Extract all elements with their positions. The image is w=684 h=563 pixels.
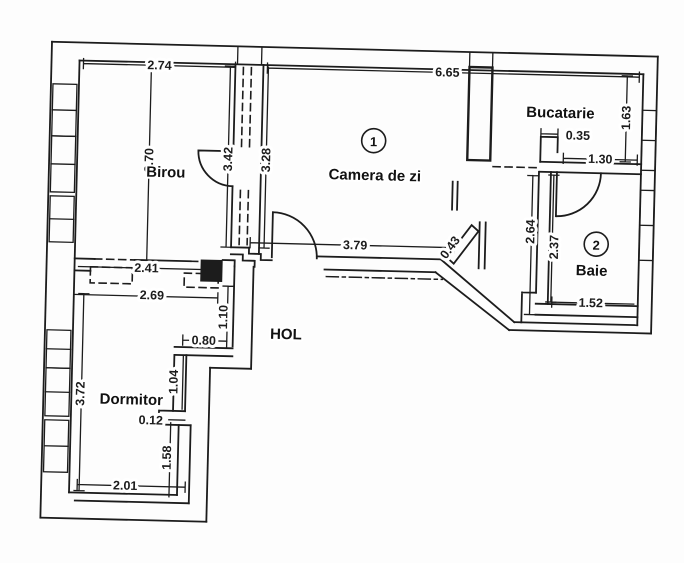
camera-wall-lower	[323, 268, 437, 274]
top-wall-outer	[51, 40, 659, 58]
camera-bucatarie-wall-stub	[466, 65, 494, 162]
baie-west-wall-outer	[535, 170, 540, 294]
dim-bucatarie-step: 0.35	[566, 128, 591, 143]
dim-camera-left: 3.28	[259, 148, 274, 173]
wall-pillar	[200, 259, 223, 283]
bucatarie-baie-wall-upper	[539, 160, 643, 166]
dimension-labels: 2.74 6.65 3.70 3.42 3.28 1.63 0.35 1.30 …	[70, 55, 636, 496]
bottom-wall-outer	[39, 516, 208, 523]
room-label-dormitor: Dormitor	[99, 391, 163, 410]
door-stub-upper	[451, 180, 459, 211]
dim-birou-bottom: 2.41	[134, 261, 159, 276]
dim-camera-top: 6.65	[435, 65, 460, 80]
baie-bottom-wall-upper	[534, 302, 639, 308]
baie-west-jog	[520, 291, 537, 324]
dim-dormitor-right-upper: 1.04	[166, 370, 181, 395]
baie-west-wall-inner	[546, 171, 552, 305]
birou-door-arc	[197, 149, 235, 188]
baie-door-arc	[554, 172, 602, 218]
dim-dormitor-right-lower: 1.58	[160, 445, 175, 470]
bottom-right-wall-outer	[508, 329, 652, 335]
dormitor-step	[157, 409, 192, 427]
strip-step	[221, 259, 236, 268]
hol-left-wall-b	[250, 265, 255, 370]
dim-dormitor-left: 3.72	[73, 381, 88, 406]
birou-dormitor-strip	[73, 257, 236, 289]
partition-left-line	[230, 63, 237, 249]
partition-birou-camera	[197, 63, 265, 255]
dim-camera-bottom: 3.79	[343, 238, 368, 253]
diagonal-wall-inner	[439, 258, 516, 324]
hol-door-leaf	[270, 211, 274, 259]
closet-dashed-box	[89, 265, 134, 285]
room-label-bucatarie: Bucatarie	[526, 104, 595, 123]
wall-junction-marks	[236, 46, 494, 71]
door-jamb-step-1	[230, 246, 273, 262]
hol-door-arc	[271, 211, 318, 260]
door-jamb-step-2	[229, 253, 256, 268]
baie-door-leaf	[554, 171, 558, 218]
room-number-1: 1	[370, 134, 378, 149]
dormitor-right-wall-lower	[176, 424, 192, 505]
baie-walls	[520, 170, 639, 324]
room-label-camera-de-zi: Camera de zi	[328, 166, 421, 185]
dim-bucatarie-right: 1.63	[619, 105, 634, 130]
hol-outer-wall-bottom	[209, 366, 252, 370]
dim-birou-partition: 3.42	[221, 147, 236, 172]
dim-passage: 2.64	[523, 219, 538, 244]
camera-wall-upper	[315, 255, 442, 261]
room-number-1-circle	[360, 127, 387, 154]
dim-dormitor-step: 0.12	[138, 413, 163, 428]
dimension-lines	[73, 57, 641, 498]
door-stub-lower	[477, 221, 487, 270]
room-label-birou: Birou	[146, 164, 186, 182]
camera-bottom-wall	[229, 211, 444, 281]
dormitor-right-wall-upper	[172, 353, 188, 413]
bucatarie-walls	[466, 65, 643, 176]
room-number-2: 2	[592, 238, 600, 253]
passage-door	[445, 180, 487, 270]
hol-dormitor-walls	[157, 265, 255, 505]
bucatarie-dashed-wall	[492, 165, 541, 169]
dim-dormitor-top: 2.69	[139, 288, 164, 303]
room-labels: Birou Camera de zi Bucatarie Baie Dormit…	[97, 102, 610, 411]
dim-birou-top: 2.74	[147, 58, 172, 73]
tilted-door-leaf	[445, 223, 480, 266]
apartment-plan: 2.74 6.65 3.70 3.42 3.28 1.63 0.35 1.30 …	[39, 40, 659, 523]
hol-left-wall-a	[231, 265, 236, 348]
left-wall-inner	[68, 59, 81, 494]
overhead-dashed-line	[325, 275, 444, 281]
dim-hol-wall-height: 1.10	[216, 305, 231, 330]
partition-dashed-lines	[238, 66, 253, 246]
room-number-2-circle	[583, 231, 610, 257]
hol-outer-wall-right	[205, 366, 212, 523]
dim-hol-wall-width: 0.80	[191, 333, 216, 348]
bottom-wall-inner-2	[73, 499, 190, 505]
baie-bottom-wall-lower	[534, 313, 639, 319]
left-wall-outer	[39, 40, 53, 519]
dim-baie-width: 1.52	[578, 296, 603, 311]
diagonal-wall-outer	[434, 270, 511, 332]
bottom-wall-inner-1	[68, 491, 178, 496]
top-wall-inner	[78, 59, 645, 76]
dim-bucatarie-wall: 1.30	[588, 152, 613, 167]
dormitor-hol-wall	[173, 345, 234, 358]
partition-right-line	[257, 64, 265, 255]
dim-birou-left: 3.70	[142, 148, 157, 173]
room-label-baie: Baie	[576, 262, 608, 280]
room-label-hol: HOL	[270, 326, 302, 344]
dim-baie-height: 2.37	[547, 235, 562, 260]
dim-dormitor-bottom: 2.01	[113, 478, 138, 493]
window-blocks	[42, 46, 658, 473]
bottom-right-wall-inner	[513, 321, 639, 327]
